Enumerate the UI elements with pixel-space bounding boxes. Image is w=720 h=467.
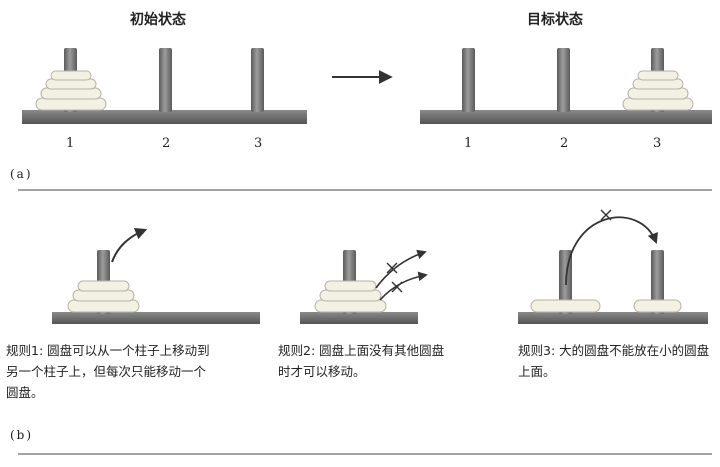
base-board [52, 312, 260, 324]
disk-small [637, 70, 679, 81]
disk-large [35, 97, 107, 111]
peg-number-2: 2 [560, 136, 569, 151]
disk-large [622, 97, 694, 111]
section-label-b: (b) [10, 428, 34, 442]
disk-medium-large [72, 289, 135, 302]
initial-state-title: 初始状态 [130, 12, 186, 28]
rule-3-text: 规则3: 大的圆盘不能放在小的圆盘上面。 [518, 343, 710, 379]
section-label-a: (a) [10, 167, 33, 181]
disk-large [314, 299, 387, 313]
target-state-board [420, 48, 712, 124]
peg-number-3: 3 [254, 136, 263, 151]
blocked-move-arrow-icon [375, 249, 427, 289]
base-board [518, 312, 708, 324]
disk-medium-large [319, 289, 382, 302]
rule-3-illustration [518, 209, 708, 324]
cross-mark-icon [391, 281, 403, 293]
peg-1 [462, 48, 475, 112]
peg [651, 250, 664, 314]
peg-number-1: 1 [464, 136, 473, 151]
peg-2 [159, 48, 172, 112]
disk-small [633, 299, 682, 313]
rule-2-text: 规则2: 圆盘上面没有其他圆盘时才可以移动。 [278, 343, 445, 379]
disk-medium-large [627, 87, 689, 100]
peg-number-2: 2 [162, 136, 171, 151]
target-state-title: 目标状态 [527, 12, 583, 28]
rule-1-illustration [52, 227, 260, 324]
base-board [420, 110, 712, 124]
cross-mark-icon [386, 262, 398, 274]
blocked-move-arrow-icon [565, 216, 658, 286]
blocked-move-arrow-icon [379, 271, 428, 301]
initial-state-board [22, 48, 307, 124]
peg-3 [251, 48, 264, 112]
base-board [300, 312, 418, 324]
disk-medium [77, 280, 130, 292]
disk-small [50, 70, 92, 81]
base-board [22, 110, 307, 124]
disk-large [67, 299, 140, 313]
disk-medium [324, 280, 377, 292]
peg-number-3: 3 [653, 136, 662, 151]
rule-1-text: 规则1: 圆盘可以从一个柱子上移动到另一个柱子上，但每次只能移动一个圆盘。 [6, 343, 210, 400]
move-arrow-icon [111, 227, 148, 263]
rule-2-illustration [300, 249, 428, 324]
cross-mark-icon [600, 209, 612, 221]
peg-2 [557, 48, 570, 112]
peg-number-1: 1 [66, 136, 75, 151]
disk-medium-large [40, 87, 102, 100]
disk-large [530, 299, 601, 313]
